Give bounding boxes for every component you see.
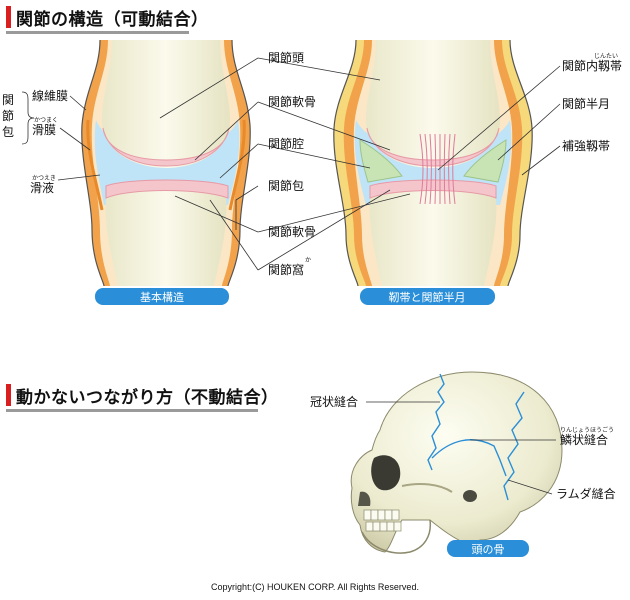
section1-title: 関節の構造（可動結合）	[6, 4, 209, 30]
label-cartilage-bottom: 関節軟骨	[268, 224, 316, 239]
caption-pill	[360, 288, 495, 305]
label-coronal-suture: 冠状縫合	[310, 394, 358, 409]
skull-leader-lines	[366, 401, 556, 495]
articular-cartilage-upper	[102, 127, 230, 167]
caption-basic-structure: 基本構造	[140, 290, 184, 304]
label-reinforcing-ligament: 補強靱帯	[562, 139, 610, 153]
section1-title-text: 関節の構造（可動結合）	[16, 9, 209, 30]
label-synovial-membrane: 滑膜	[32, 123, 56, 137]
title-underline	[6, 409, 258, 412]
title-marker	[6, 384, 11, 406]
label-cartilage-top: 関節軟骨	[268, 94, 316, 109]
lower-bone	[105, 186, 227, 286]
leader-lines	[21, 57, 561, 271]
ruby-synovial-fluid: かつえき	[32, 175, 56, 182]
section2-title-text: 動かないつながり方（不動結合）	[16, 387, 279, 408]
title-marker	[6, 6, 11, 28]
cranium	[350, 371, 563, 553]
meniscus-left	[359, 139, 403, 183]
squamous-suture	[431, 439, 507, 477]
copyright-notice: Copyright:(C) HOUKEN CORP. All Rights Re…	[211, 582, 419, 592]
label-joint-head: 関節頭	[268, 50, 304, 65]
skull-illustration	[350, 371, 563, 554]
label-joint-cavity: 関節腔	[268, 136, 304, 151]
caption-skull: 頭の骨	[472, 543, 505, 556]
ruby-fossa: か	[305, 257, 311, 264]
label-joint-fossa: 関節窩	[268, 262, 304, 277]
meniscus-right	[463, 139, 507, 183]
label-capsule-char3: 包	[2, 125, 14, 139]
label-meniscus: 関節半月	[562, 96, 610, 111]
title-underline	[6, 31, 189, 34]
caption-pill	[447, 540, 529, 557]
ruby-squamous-suture: りんじょうほうごう	[560, 426, 614, 434]
label-joint-capsule: 関節包	[268, 178, 304, 193]
section2-title: 動かないつながり方（不動結合）	[6, 382, 279, 408]
ruby-inner-ligament: じんたい	[594, 53, 618, 60]
lambdoid-suture	[503, 391, 525, 501]
label-capsule-char1: 関	[2, 93, 14, 107]
articular-cartilage-lower	[105, 179, 229, 199]
eye-socket	[371, 455, 401, 491]
label-fibrous-membrane: 線維膜	[32, 88, 68, 103]
intra-articular-ligament	[419, 133, 456, 205]
mandible	[361, 519, 432, 554]
teeth	[363, 509, 402, 532]
ligament-joint-diagram	[333, 39, 533, 287]
basic-joint-diagram	[81, 39, 251, 287]
label-squamous-suture: 鱗状縫合	[560, 432, 608, 447]
label-capsule-char2: 節	[2, 108, 14, 123]
caption-ligament-meniscus: 靭帯と関節半月	[389, 290, 466, 304]
ruby-synovial-membrane: かつまく	[34, 117, 58, 124]
label-lambdoid-suture: ラムダ縫合	[556, 486, 616, 501]
upper-bone-head	[102, 40, 230, 168]
caption-pill	[95, 288, 229, 305]
label-inner-ligament: 関節内靱帯	[562, 58, 622, 73]
coronal-suture	[427, 373, 445, 471]
label-synovial-fluid: 滑液	[30, 180, 54, 195]
